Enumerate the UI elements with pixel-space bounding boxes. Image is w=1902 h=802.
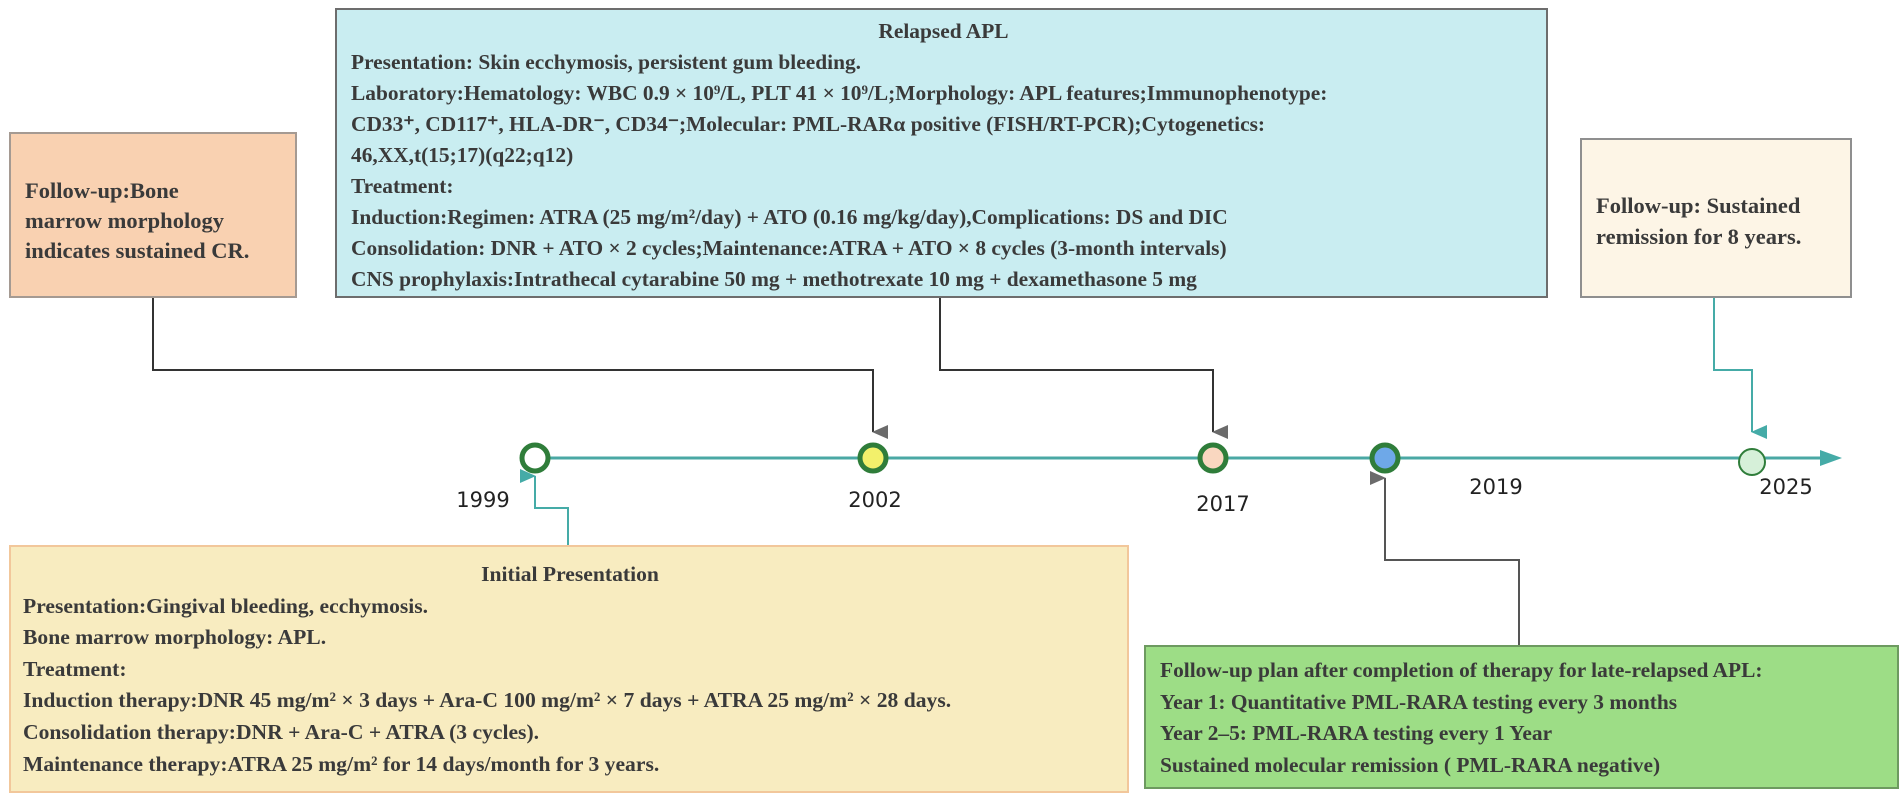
initial-presentation-line: Consolidation therapy:DNR + Ara-C + ATRA… bbox=[23, 719, 540, 744]
relapsed-apl-line: CNS prophylaxis:Intrathecal cytarabine 5… bbox=[351, 267, 1197, 291]
followup-cr-line: indicates sustained CR. bbox=[25, 238, 250, 263]
node-2025 bbox=[1738, 448, 1766, 476]
connector-followup1-2002 bbox=[152, 298, 888, 439]
followup-remission-line: remission for 8 years. bbox=[1596, 224, 1802, 249]
followup-remission-box: Follow-up: Sustained remission for 8 yea… bbox=[1580, 138, 1852, 298]
node-2002 bbox=[857, 442, 889, 474]
node-1999 bbox=[519, 442, 551, 474]
relapsed-apl-line: Presentation: Skin ecchymosis, persisten… bbox=[351, 50, 862, 74]
year-label-2019: 2019 bbox=[1469, 475, 1523, 499]
connector-followup2-2025 bbox=[1713, 298, 1767, 439]
relapsed-apl-line: Laboratory:Hematology: WBC 0.9 × 10⁹/L, … bbox=[351, 81, 1328, 105]
initial-presentation-title: Initial Presentation bbox=[481, 562, 659, 586]
initial-presentation-box: Initial Presentation Presentation:Gingiv… bbox=[9, 545, 1129, 793]
initial-presentation-line: Induction therapy:DNR 45 mg/m² × 3 days … bbox=[23, 688, 952, 713]
year-label-2025: 2025 bbox=[1759, 475, 1813, 499]
relapsed-apl-line: 46,XX,t(15;17)(q22;q12) bbox=[351, 143, 574, 167]
followup-plan-line: Year 1: Quantitative PML-RARA testing ev… bbox=[1160, 689, 1678, 714]
year-label-1999: 1999 bbox=[456, 488, 510, 512]
followup-plan-line: Year 2–5: PML-RARA testing every 1 Year bbox=[1160, 721, 1553, 745]
year-label-2017: 2017 bbox=[1196, 492, 1250, 516]
connector-relapsed-2017 bbox=[939, 298, 1228, 439]
relapsed-apl-line: Treatment: bbox=[351, 174, 454, 198]
node-2019 bbox=[1369, 442, 1401, 474]
followup-remission-line: Follow-up: Sustained bbox=[1596, 193, 1801, 218]
node-2017 bbox=[1197, 442, 1229, 474]
timeline-arrowhead bbox=[1820, 450, 1842, 466]
followup-plan-line: Sustained molecular remission ( PML-RARA… bbox=[1160, 752, 1661, 777]
followup-plan-box: Follow-up plan after completion of thera… bbox=[1144, 645, 1899, 789]
initial-presentation-line: Presentation:Gingival bleeding, ecchymos… bbox=[23, 593, 429, 618]
connector-initial-1999 bbox=[520, 469, 569, 545]
relapsed-apl-line: Induction:Regimen: ATRA (25 mg/m²/day) +… bbox=[351, 205, 1228, 229]
initial-presentation-line: Maintenance therapy:ATRA 25 mg/m² for 14… bbox=[23, 751, 660, 776]
relapsed-apl-line: CD33⁺, CD117⁺, HLA-DR⁻, CD34⁻;Molecular:… bbox=[351, 112, 1266, 136]
initial-presentation-line: Bone marrow morphology: APL. bbox=[23, 625, 327, 650]
initial-presentation-line: Treatment: bbox=[23, 656, 127, 681]
followup-cr-line: Follow-up:Bone bbox=[25, 178, 179, 203]
relapsed-apl-box: Relapsed APL Presentation: Skin ecchymos… bbox=[335, 8, 1548, 298]
year-label-2002: 2002 bbox=[848, 488, 902, 512]
followup-plan-line: Follow-up plan after completion of thera… bbox=[1160, 658, 1763, 682]
connector-plan-2019 bbox=[1370, 471, 1520, 645]
followup-cr-line: marrow morphology bbox=[25, 208, 224, 233]
followup-cr-box: Follow-up:Bone marrow morphology indicat… bbox=[9, 132, 297, 298]
relapsed-apl-title: Relapsed APL bbox=[878, 19, 1009, 43]
relapsed-apl-line: Consolidation: DNR + ATO × 2 cycles;Main… bbox=[351, 236, 1227, 260]
